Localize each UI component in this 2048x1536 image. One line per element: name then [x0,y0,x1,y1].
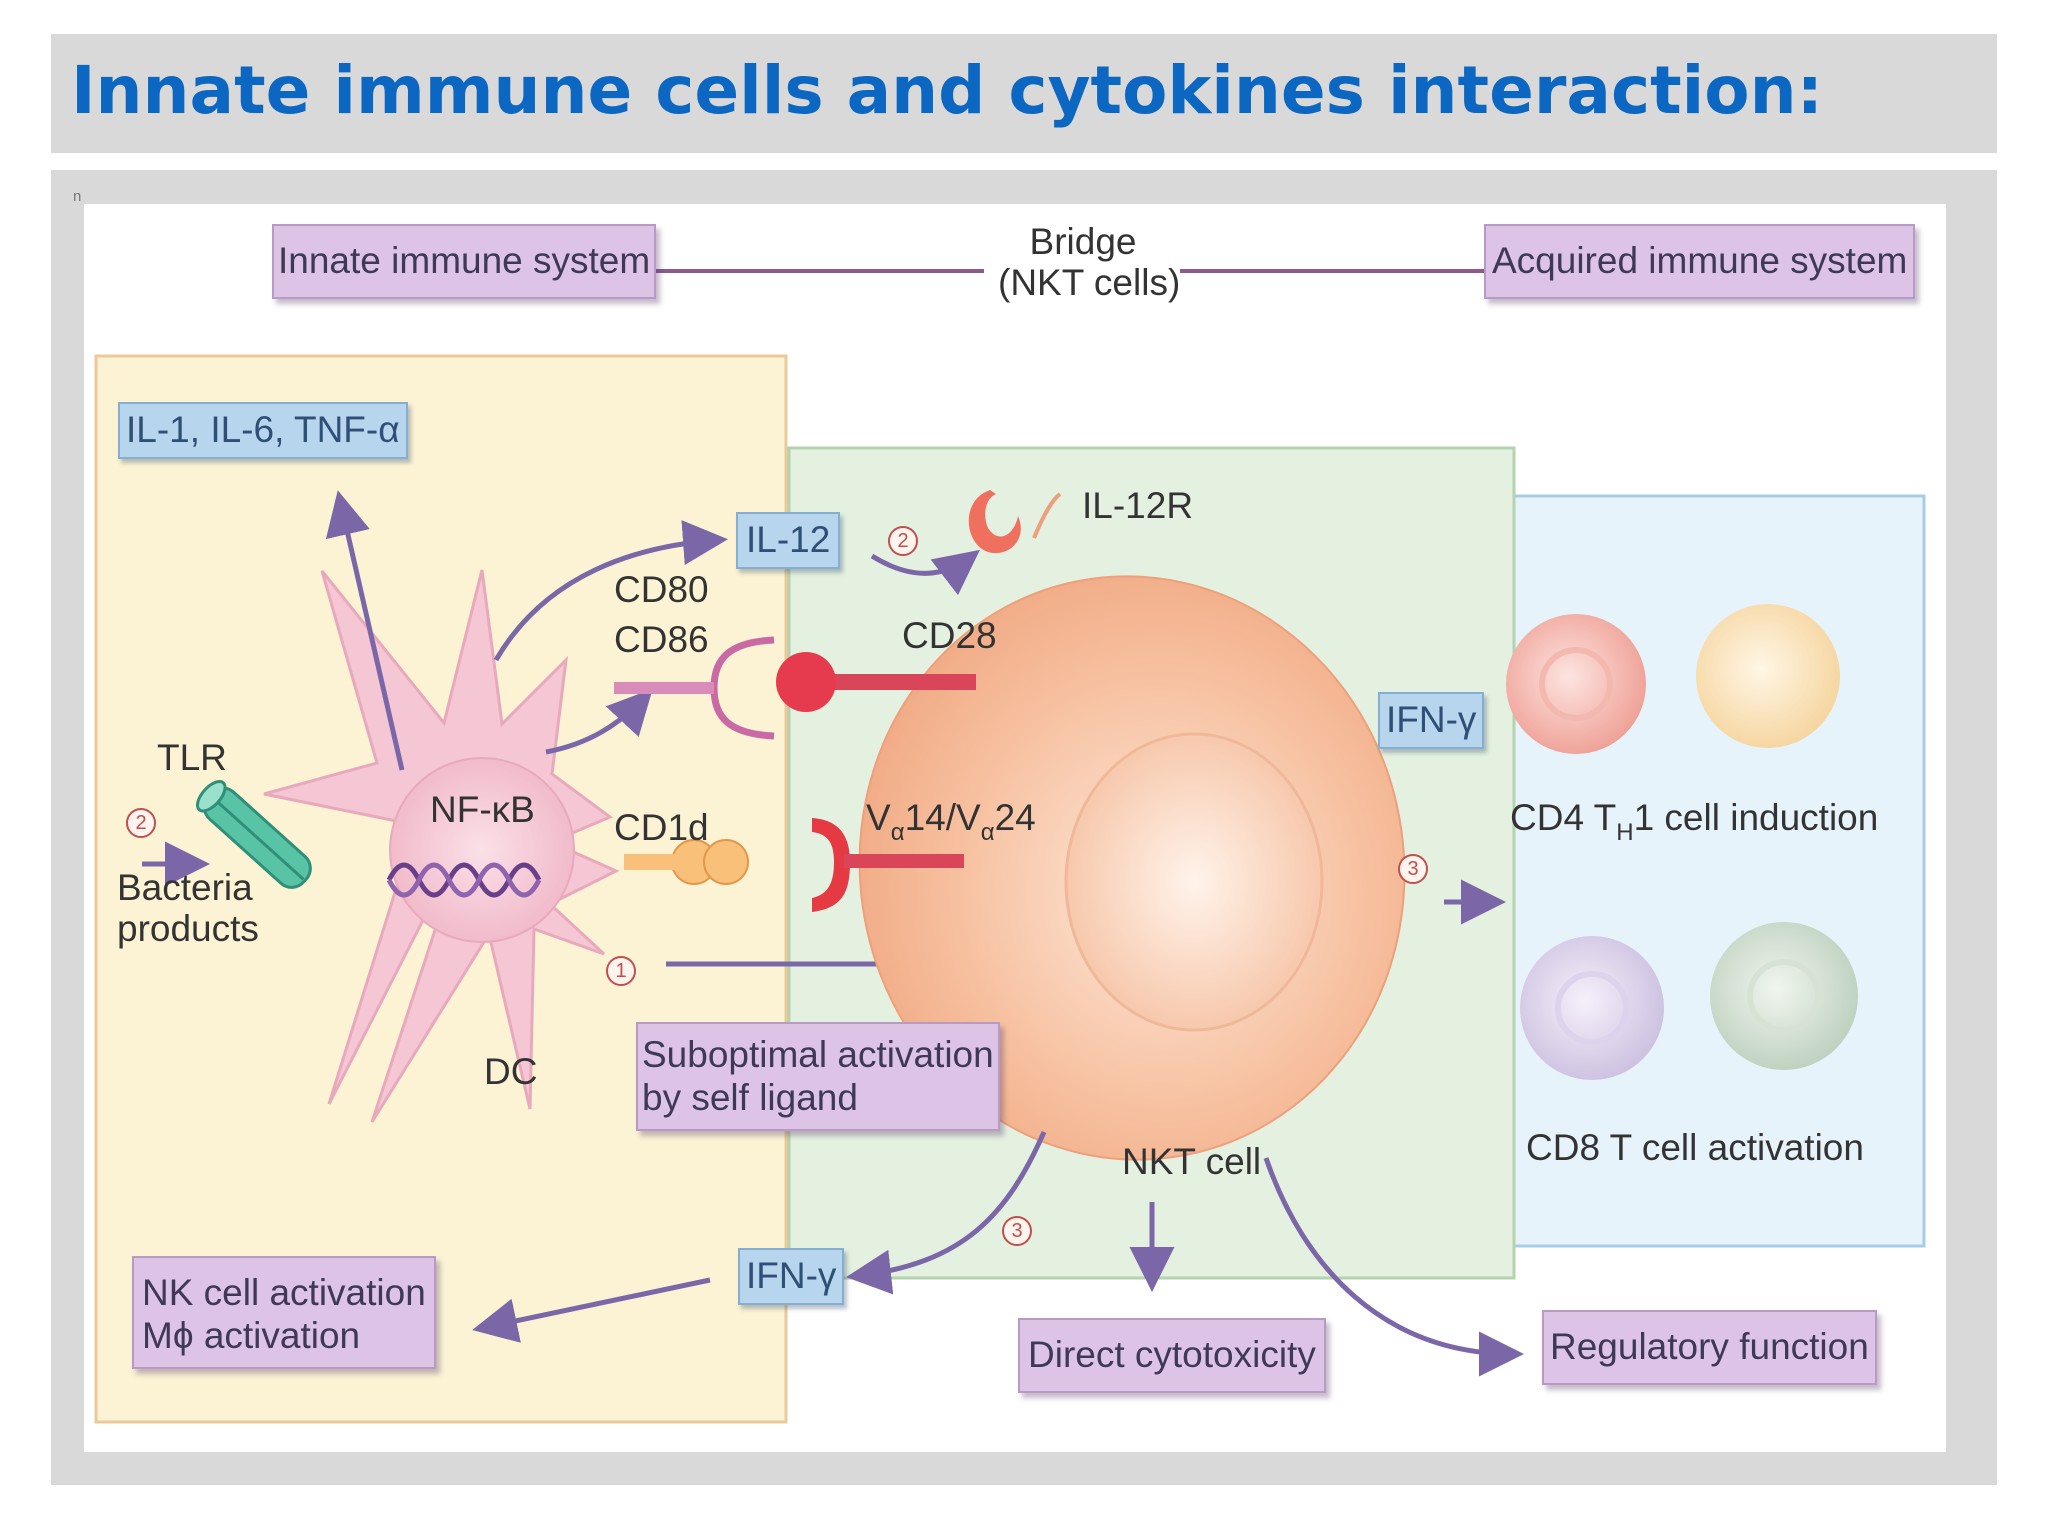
arrow-to-cd86 [545,688,653,755]
dc-nucleus [389,757,575,943]
step-marker-ifn-right: 3 [1398,854,1428,884]
ifn-gamma-right-box: IFN-γ [1378,692,1485,749]
arrow-cytokines [325,490,405,771]
immune-diagram: Innate immune system Bridge (NKT cells) … [84,204,1946,1452]
cd80-label: CD80 [614,569,709,610]
cd4-cell-red [1506,614,1646,754]
cd28-label: CD28 [902,615,997,656]
valpha-subscript-1: α [890,819,905,846]
innate-system-label: Innate immune system [278,240,651,281]
slide-title: Innate immune cells and cytokines intera… [71,52,1823,129]
cd86-label: CD86 [614,619,709,660]
bridge-label: Bridge (NKT cells) [998,221,1181,303]
bridge-label-line1: Bridge [1029,221,1137,262]
arrow-to-il12 [493,520,728,662]
cd8-cell-green [1710,922,1858,1070]
arrow-ifn-to-nk [472,1277,711,1343]
macrophage-activation-label: Mϕ activation [142,1314,361,1356]
valpha-part-24: 24 [994,797,1036,838]
nk-activation-label: NK cell activation [142,1272,426,1313]
arrow-nkt-to-ifn [846,1130,1047,1295]
ifn-gamma-right-label: IFN-γ [1386,699,1477,740]
suboptimal-label-line1: Suboptimal activation [642,1034,994,1075]
il12r-label: IL-12R [1082,485,1194,526]
nkt-nucleus [1064,732,1324,1032]
acquired-system-label: Acquired immune system [1492,240,1908,281]
tlr-label: TLR [157,737,227,778]
il12-label: IL-12 [746,519,831,560]
step-marker-il12: 2 [888,526,918,556]
cytokines-box: IL-1, IL-6, TNF-α [118,402,408,459]
il12r-receptor [968,490,1021,554]
arrow-il12-to-receptor [870,549,980,596]
valpha-part-v1: V [866,797,891,838]
cd4-label: CD4 TH1 cell induction [1510,797,1879,846]
dna-helix [386,862,542,898]
ifn-gamma-bottom-label: IFN-γ [746,1255,837,1296]
il12-box: IL-12 [736,512,841,569]
bacteria-label-line2: products [117,907,259,949]
valpha-part-v2: 14/V [904,797,981,838]
regulatory-function-box: Regulatory function [1542,1310,1877,1385]
bacteria-label: Bacteria products [117,867,259,949]
cd8-cell-purple [1520,936,1664,1080]
cd4-cell-yellow [1696,604,1840,748]
valpha-label: Vα14/Vα24 [866,797,1036,846]
cd8-label: CD8 T cell activation [1526,1127,1864,1168]
direct-cytotoxicity-box: Direct cytotoxicity [1018,1318,1326,1393]
dna-helix-2 [386,862,542,898]
acquired-panel [1436,494,1926,1248]
bridge-label-line2: (NKT cells) [998,261,1181,303]
arrow-nkt-to-regulatory [1263,1157,1524,1377]
nk-activation-box: NK cell activation Mϕ activation [132,1256,436,1370]
suboptimal-label-line2: by self ligand [642,1076,858,1118]
innate-system-box: Innate immune system [272,224,657,299]
bacteria-label-line1: Bacteria [117,867,253,908]
diagram-graphics [94,269,1926,1424]
step-marker-suboptimal: 1 [606,956,636,986]
step-marker-ifn-bottom: 3 [1002,1216,1032,1246]
nkt-cell-label: NKT cell [1122,1141,1262,1182]
cd28-receptor [776,652,836,712]
valpha-subscript-2: α [980,819,995,846]
va-receptor [812,818,850,912]
cd1d-molecule [624,839,749,885]
cd1d-label: CD1d [614,807,709,848]
cytokines-label: IL-1, IL-6, TNF-α [126,409,400,450]
ifn-gamma-bottom-box: IFN-γ [738,1248,845,1305]
regulatory-function-label: Regulatory function [1550,1326,1869,1367]
cd4-label-subscript: H [1616,819,1634,846]
step-marker-bacteria: 2 [126,808,156,838]
acquired-system-box: Acquired immune system [1484,224,1916,299]
stray-mark: n [73,188,82,205]
tlr-receptor [195,780,312,889]
title-bar: Innate immune cells and cytokines intera… [51,34,1997,153]
direct-cytotoxicity-label: Direct cytotoxicity [1028,1334,1316,1375]
suboptimal-box: Suboptimal activation by self ligand [636,1022,1000,1132]
nfkb-label: NF-κB [430,789,535,830]
cd4-label-part2: 1 cell induction [1633,797,1879,838]
cd4-label-part1: CD4 T [1510,797,1617,838]
dc-label: DC [484,1051,538,1092]
